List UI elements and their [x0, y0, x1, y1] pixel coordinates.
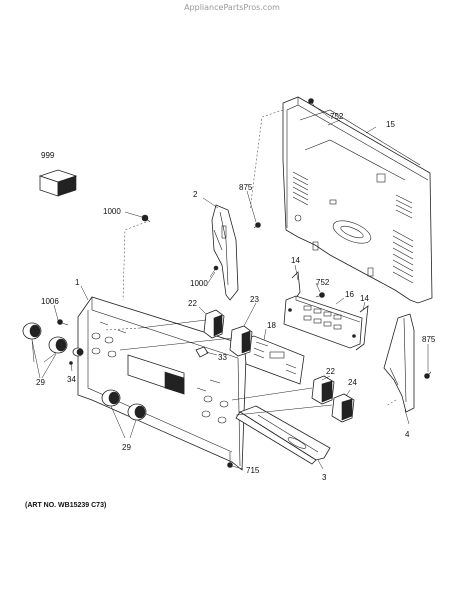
part-22-switch-lower	[311, 375, 335, 405]
callout-1006: 1006	[41, 297, 59, 306]
part-2-side-bracket	[211, 204, 239, 301]
callout-29-lower: 29	[122, 443, 131, 452]
part-875-screw-right	[424, 371, 432, 379]
part-715-screw	[227, 452, 233, 468]
callout-875-right: 875	[422, 335, 436, 344]
part-16-control-board	[283, 295, 363, 349]
art-number: (ART NO. WB15239 C73)	[25, 502, 106, 509]
callout-1000-lower: 1000	[190, 279, 208, 288]
callout-16: 16	[345, 290, 354, 299]
part-14-clip-left	[291, 271, 301, 299]
callout-15: 15	[386, 120, 395, 129]
part-752-screw-mid	[315, 292, 325, 298]
callout-875-left: 875	[239, 183, 253, 192]
part-15-back-panel	[282, 96, 433, 304]
callout-752-mid: 752	[316, 278, 330, 287]
part-3-trim-strip	[235, 405, 331, 465]
callout-24: 24	[348, 378, 357, 387]
callout-23: 23	[250, 295, 259, 304]
callout-18: 18	[267, 321, 276, 330]
part-23-switch	[229, 325, 253, 357]
leader-29	[31, 339, 57, 379]
part-29-knobs-lower	[101, 389, 147, 421]
part-24-switch	[331, 393, 355, 423]
part-29-knobs-upper	[22, 322, 68, 354]
part-752-screw-top	[308, 98, 315, 107]
part-1000-screw	[141, 214, 151, 223]
leader-lines	[31, 126, 429, 470]
callout-labels: 999 1000 2 875 752 15 1 1006 1000 22 23 …	[36, 112, 436, 482]
callout-1000-upper: 1000	[103, 207, 121, 216]
part-33-clip	[195, 346, 209, 358]
callout-14-left: 14	[291, 256, 300, 265]
callout-3: 3	[322, 473, 327, 482]
callout-999: 999	[41, 151, 55, 160]
part-875-screw-left	[253, 222, 261, 229]
callout-2: 2	[193, 190, 198, 199]
callout-33: 33	[218, 353, 227, 362]
part-22-switch-upper	[203, 309, 225, 339]
part-4-side-bracket	[383, 313, 415, 413]
part-18-overlay	[243, 335, 305, 385]
callout-752-top: 752	[330, 112, 344, 121]
part-999-box	[38, 169, 78, 197]
part-34-knob-small	[72, 347, 84, 357]
watermark: AppliancePartsPros.com	[184, 3, 280, 12]
callout-14-right: 14	[360, 294, 369, 303]
callout-22-lower: 22	[326, 367, 335, 376]
part-1006-screw	[57, 319, 69, 326]
part-1-control-panel	[77, 296, 247, 471]
callout-4: 4	[405, 430, 410, 439]
callout-1: 1	[75, 278, 80, 287]
callout-22-upper: 22	[188, 299, 197, 308]
callout-34: 34	[67, 375, 76, 384]
callout-715: 715	[246, 466, 260, 475]
callout-29-upper: 29	[36, 378, 45, 387]
